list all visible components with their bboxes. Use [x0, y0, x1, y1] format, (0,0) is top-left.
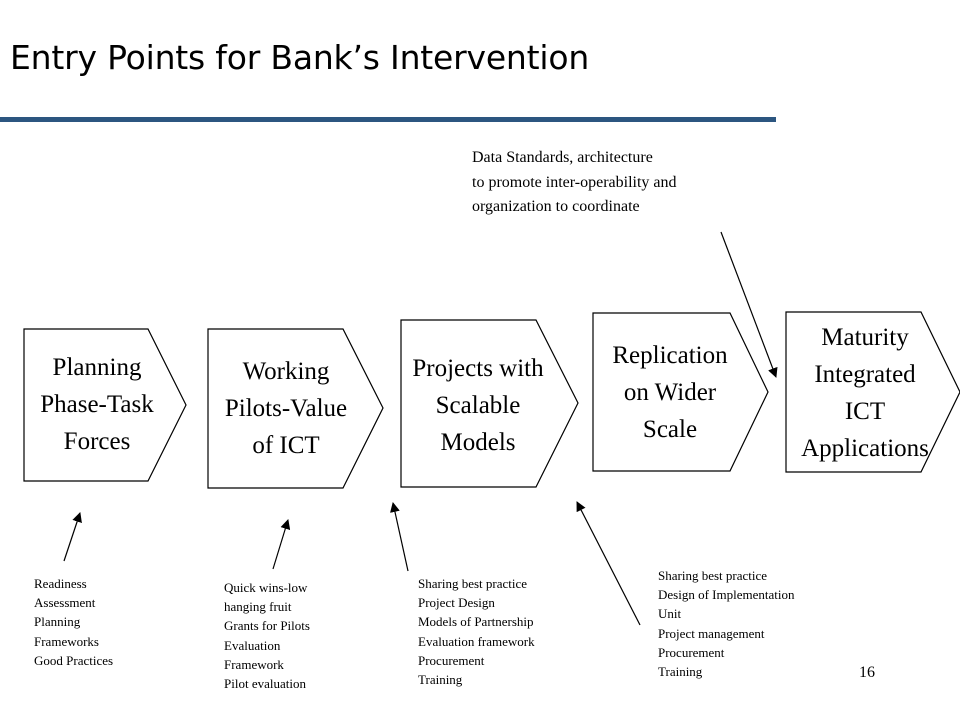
arrow-callout-to-maturity: [720, 231, 778, 378]
arrow-note-working-pilots: [272, 519, 291, 570]
stage-shape-replication: [592, 312, 769, 472]
arrow-note-scalable-projects: [390, 502, 409, 572]
arrow-note-replication: [576, 501, 641, 626]
stage-shape-scalable-projects: [400, 319, 579, 488]
slide-title: Entry Points for Bank’s Intervention: [10, 38, 590, 77]
stage-shape-planning: [23, 328, 187, 482]
arrow-note-planning: [63, 512, 82, 562]
stage-shape-maturity: [785, 311, 960, 473]
title-rule: [0, 117, 776, 122]
page-number: 16: [859, 664, 875, 681]
stage-shape-working-pilots: [207, 328, 384, 489]
